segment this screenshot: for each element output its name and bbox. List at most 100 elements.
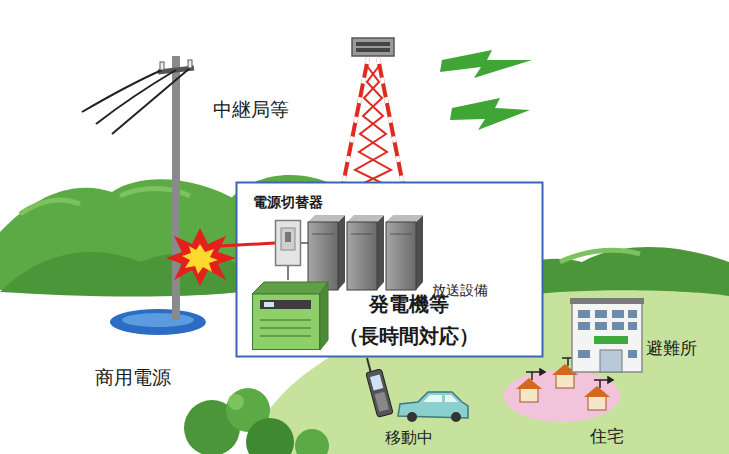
utility-pole-part bbox=[122, 313, 194, 327]
houses-part bbox=[584, 386, 610, 397]
trees-part bbox=[246, 418, 294, 454]
generator-shape-part bbox=[260, 335, 311, 337]
broadcast-equipment-shape bbox=[308, 214, 426, 290]
houses-part-part bbox=[599, 380, 601, 388]
car-part bbox=[407, 412, 417, 422]
car-part bbox=[451, 412, 461, 422]
relay-tower bbox=[340, 38, 406, 200]
housing-label: 住宅 bbox=[590, 426, 624, 446]
radio-bolts-part bbox=[450, 98, 530, 130]
generator-shape-part bbox=[260, 300, 311, 309]
broadcast-equipment-shape-part bbox=[377, 215, 384, 290]
generator: 発電機等（長時間対応） bbox=[252, 280, 328, 350]
broadcast-equipment-shape-part bbox=[347, 222, 377, 290]
utility-pole-part bbox=[110, 309, 206, 335]
relay-tower-part bbox=[378, 58, 406, 200]
mobile-phone-part bbox=[366, 369, 393, 418]
power-switch-shape-part bbox=[281, 228, 295, 250]
utility-pole-part bbox=[188, 60, 192, 68]
broadcast-equipment-shape-part bbox=[416, 215, 423, 290]
utility-pole-part bbox=[112, 68, 190, 134]
houses-part bbox=[516, 378, 542, 389]
shelter-building-part-part bbox=[578, 322, 590, 330]
utility-pole-part bbox=[160, 62, 164, 70]
shelter-building-part bbox=[600, 350, 622, 372]
shelter-building bbox=[570, 298, 644, 372]
broadcast-equipment-shape-part bbox=[308, 222, 338, 290]
generator-shape-part bbox=[320, 282, 328, 350]
shelter-building-part-part bbox=[628, 350, 637, 358]
houses-part-part bbox=[608, 377, 613, 383]
broadcast-equipment-shape-part bbox=[386, 215, 423, 222]
damage-burst bbox=[166, 228, 236, 286]
trees bbox=[184, 388, 329, 454]
connector-line bbox=[301, 242, 308, 244]
generator-shape-part bbox=[260, 327, 311, 329]
relay-tower-part bbox=[340, 58, 368, 200]
houses-part-part bbox=[540, 369, 545, 375]
shelter-building-part-part bbox=[612, 310, 624, 318]
shelter-building-part-part bbox=[612, 322, 624, 330]
equipment-panel bbox=[237, 183, 543, 357]
relay-tower-part bbox=[356, 48, 390, 52]
car bbox=[398, 392, 468, 422]
generator-label: 発電機等 bbox=[369, 292, 449, 316]
houses-part bbox=[556, 374, 574, 388]
hills-part bbox=[560, 250, 640, 262]
hills-part bbox=[20, 200, 80, 214]
hills-part bbox=[0, 179, 240, 296]
trees-part bbox=[228, 394, 244, 410]
broadcast-equipment-shape-part bbox=[308, 215, 345, 222]
shelter-building-part-part bbox=[578, 350, 590, 358]
broadcast-equipment-shape-part bbox=[347, 215, 384, 222]
mobile-phone-part bbox=[367, 358, 371, 372]
broadcast-equipment-shape-part bbox=[338, 215, 345, 290]
mobile-phone bbox=[362, 355, 393, 417]
trees-part bbox=[295, 429, 329, 454]
houses-part-part bbox=[526, 371, 540, 373]
generator-shape-part bbox=[252, 282, 328, 294]
shelter-building-part-part bbox=[595, 310, 607, 318]
relay-tower-part bbox=[340, 58, 368, 200]
houses-part bbox=[504, 370, 620, 422]
relay-tower-part bbox=[354, 66, 391, 188]
radio-bolts bbox=[440, 50, 532, 130]
houses-part-part bbox=[567, 358, 569, 366]
broadcast-equipment-shape-part bbox=[351, 234, 373, 235]
shelter-building-part-part bbox=[628, 310, 637, 318]
houses-part bbox=[520, 388, 538, 402]
relay-tower-part bbox=[352, 38, 394, 56]
utility-pole-part bbox=[96, 70, 176, 124]
power-switch-shape-part bbox=[276, 221, 301, 266]
power-source-label: 商用電源 bbox=[95, 366, 171, 389]
shelter-building-part bbox=[594, 336, 628, 344]
radio-bolts-part bbox=[440, 50, 532, 78]
utility-pole bbox=[82, 56, 206, 335]
shelter-building-part bbox=[572, 302, 642, 372]
mobile-label: 移動中 bbox=[385, 428, 433, 447]
generator-note: （長時間対応） bbox=[339, 324, 479, 348]
switch-label: 電源切替器 bbox=[253, 194, 323, 211]
broadcast-equipment-shape-part bbox=[312, 234, 334, 235]
utility-pole-part bbox=[172, 56, 180, 320]
houses-part bbox=[588, 396, 606, 410]
mobile-phone-part bbox=[375, 392, 389, 412]
mobile-phone-part bbox=[370, 374, 383, 390]
car-part bbox=[423, 395, 442, 402]
power-switch-shape-part bbox=[285, 232, 291, 242]
power-switch: 電源切替器 bbox=[275, 220, 301, 266]
generator-shape-part bbox=[253, 294, 320, 350]
power-switch-shape bbox=[275, 220, 301, 266]
connector-line bbox=[287, 266, 289, 280]
shelter-building-part-part bbox=[595, 322, 607, 330]
shelter-building-part-part bbox=[628, 322, 637, 330]
houses-part-part bbox=[531, 372, 533, 380]
broadcast-equipment: 放送設備 bbox=[308, 214, 426, 290]
generator-shape-part bbox=[264, 302, 274, 307]
relay-tower-part bbox=[356, 42, 390, 46]
broadcast-equipment-shape-part bbox=[386, 222, 416, 290]
damage-burst-part bbox=[166, 228, 236, 286]
houses-part-part bbox=[594, 379, 608, 381]
